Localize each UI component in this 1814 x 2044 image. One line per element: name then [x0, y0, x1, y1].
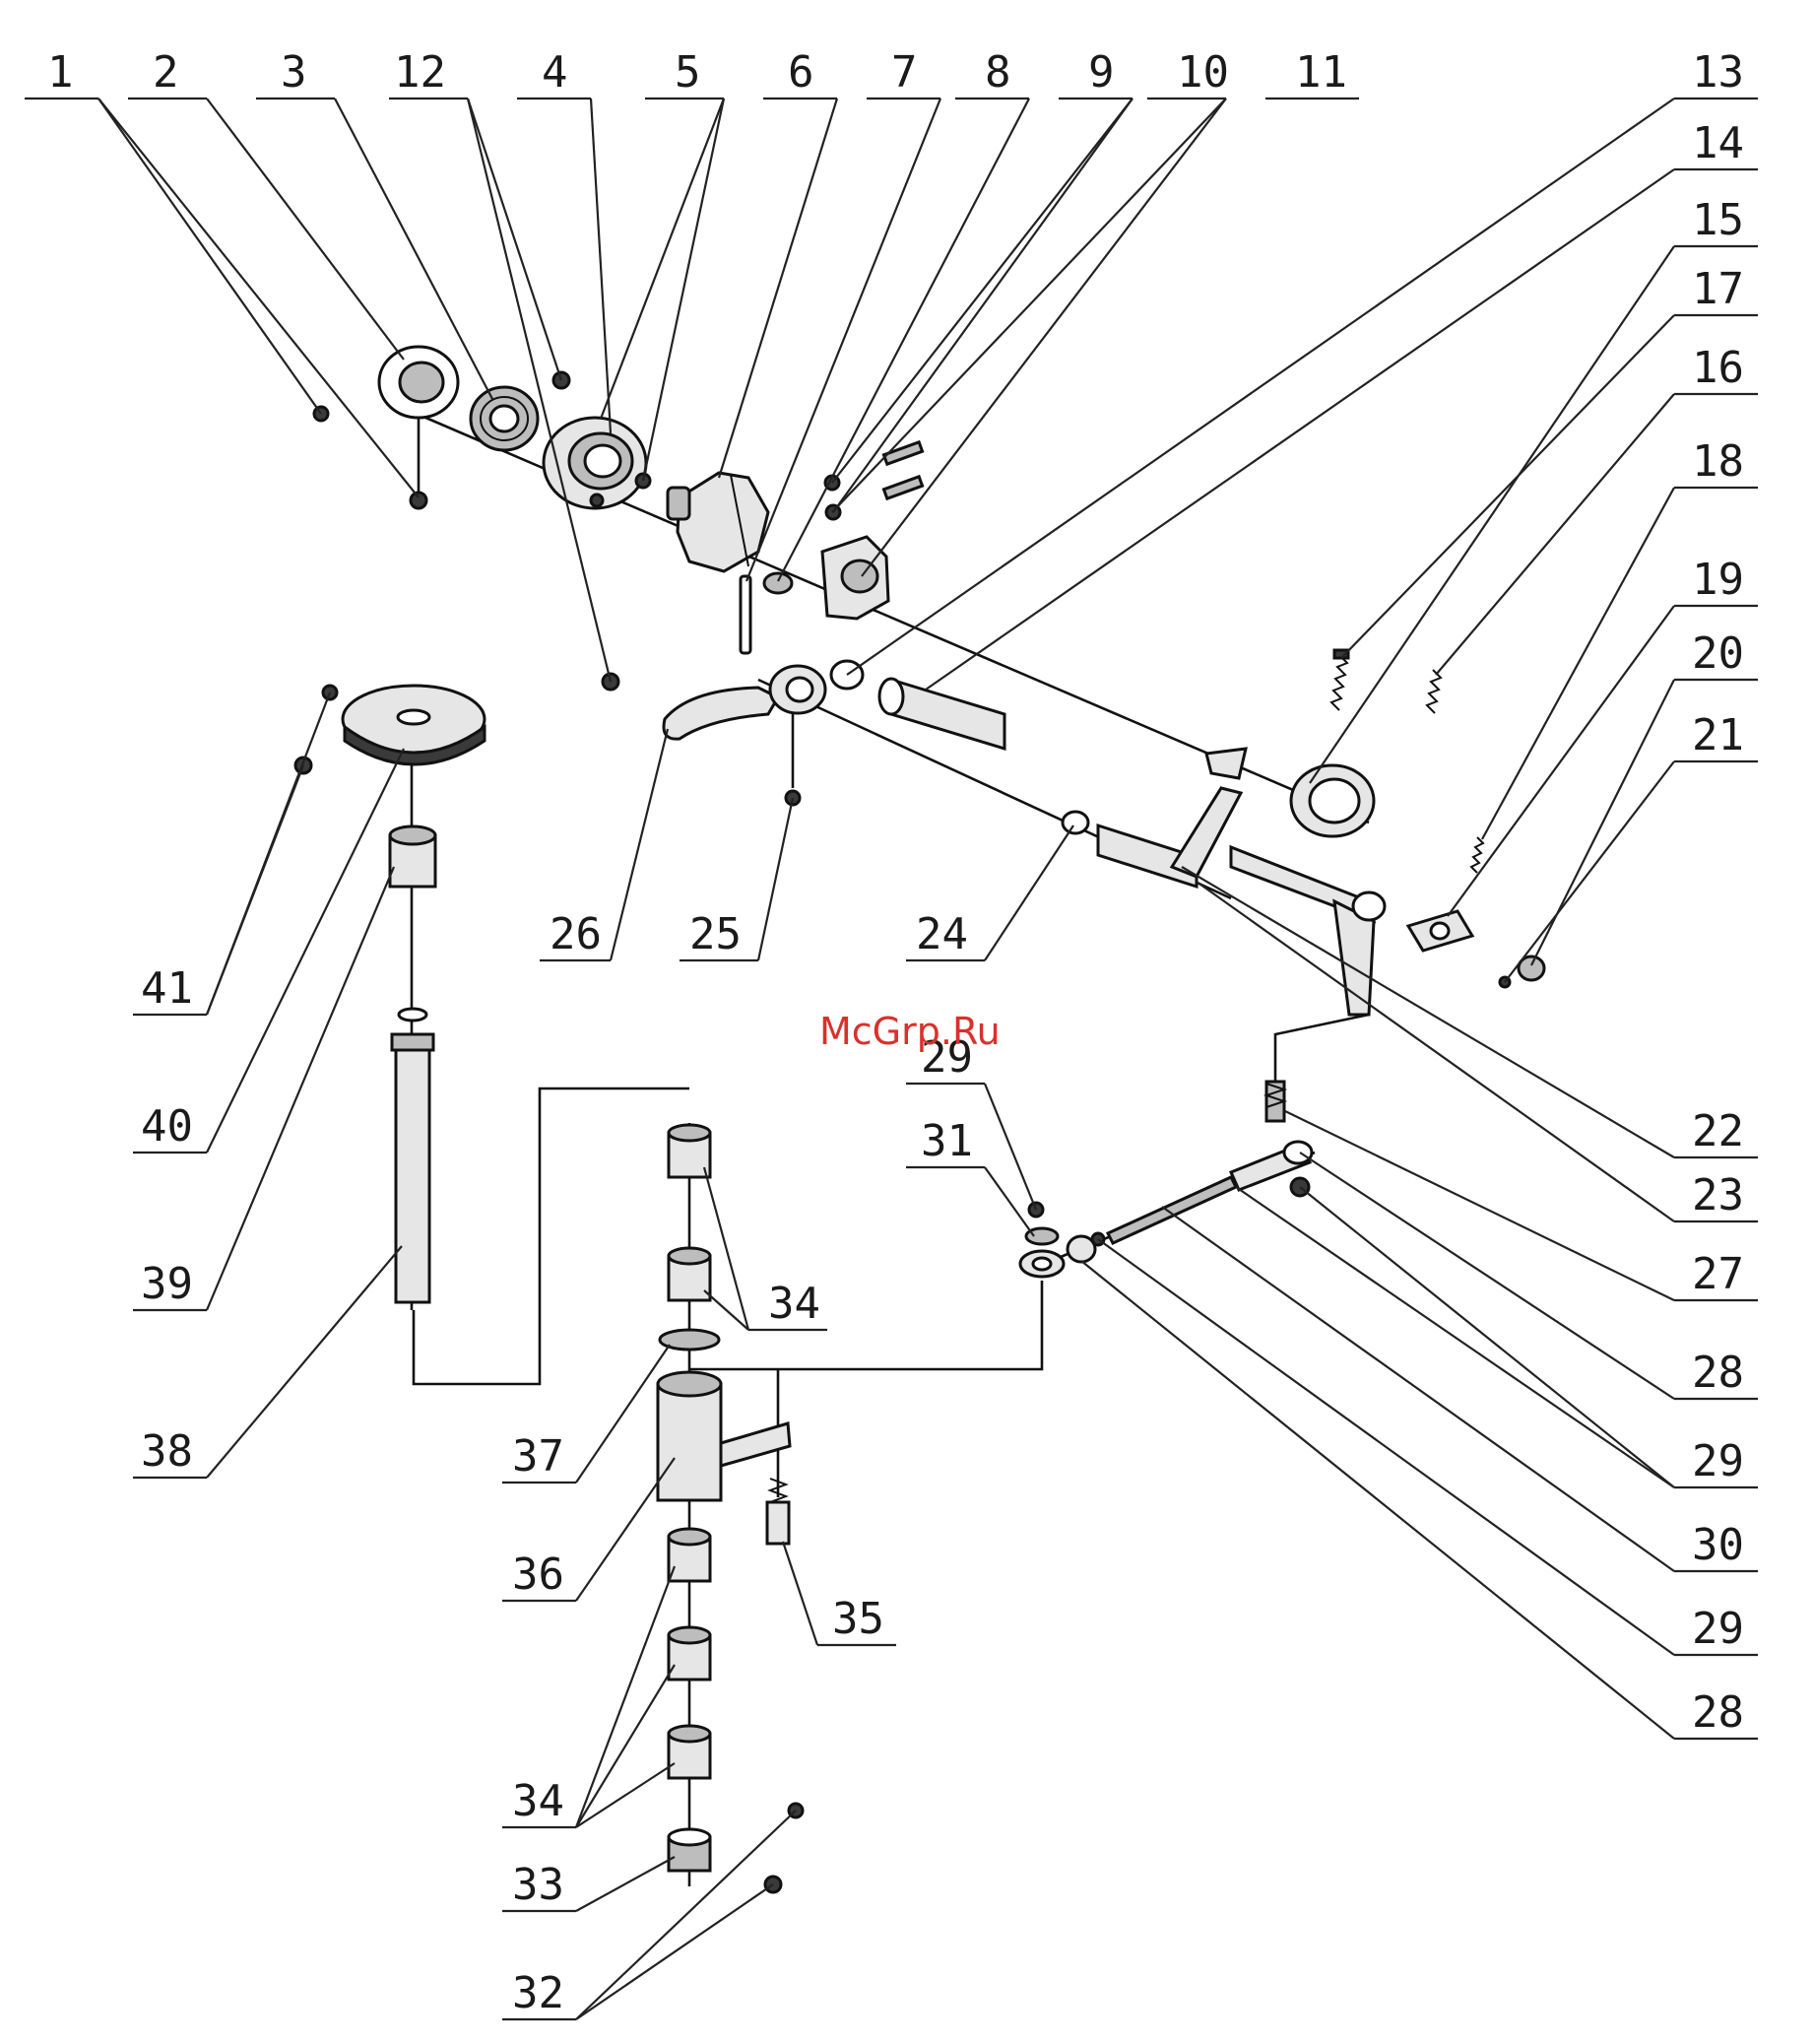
callout-28b: 28 [1692, 1687, 1744, 1738]
callout-34b: 34 [512, 1776, 564, 1826]
lever-eye-31 [1020, 1203, 1064, 1277]
callout-31: 31 [921, 1116, 973, 1166]
callout-21: 21 [1692, 710, 1744, 760]
callout-33: 33 [512, 1860, 564, 1910]
clutch-hub-4 [544, 418, 646, 508]
washer-24 [1063, 812, 1088, 833]
threaded-rod-30 [1108, 1177, 1236, 1243]
callout-16: 16 [1692, 343, 1744, 393]
callout-41: 41 [141, 963, 193, 1014]
callout-13: 13 [1692, 47, 1744, 98]
assembly-axes [389, 399, 1369, 1886]
housing-36 [658, 1372, 790, 1500]
shaft-sleeve-14 [879, 679, 1004, 749]
dowel-pin-7 [741, 576, 750, 653]
callout-29c: 29 [1692, 1604, 1744, 1654]
spring-plunger-8 [764, 573, 792, 593]
callout-7: 7 [891, 47, 918, 98]
leader-lines [25, 99, 1758, 2019]
set-screw-1b [411, 493, 426, 508]
callout-15: 15 [1692, 195, 1744, 245]
callout-22: 22 [1692, 1106, 1744, 1156]
callout-11: 11 [1295, 47, 1347, 98]
bushing-34d [669, 1627, 710, 1680]
ring-15 [1291, 765, 1374, 836]
callout-2: 2 [153, 47, 179, 98]
callout-26: 26 [550, 909, 602, 959]
callout-29b: 29 [1692, 1436, 1744, 1486]
callout-6: 6 [788, 47, 814, 98]
callout-1: 1 [47, 47, 74, 98]
screw-27 [1266, 1082, 1284, 1121]
callout-37: 37 [512, 1431, 564, 1482]
callout-12: 12 [394, 47, 446, 98]
callout-36: 36 [512, 1549, 564, 1600]
callout-9: 9 [1088, 47, 1115, 98]
callout-34a: 34 [768, 1279, 820, 1329]
callout-39: 39 [141, 1259, 193, 1309]
callout-8: 8 [985, 47, 1011, 98]
callout-28a: 28 [1692, 1348, 1744, 1398]
callout-32: 32 [512, 1968, 564, 2018]
spring-16 [1427, 670, 1441, 713]
threaded-ring-3 [471, 387, 538, 450]
bushing-34e [669, 1726, 710, 1778]
callout-35: 35 [832, 1594, 884, 1644]
lever-hub-25 [770, 666, 825, 805]
callout-19: 19 [1692, 555, 1744, 605]
parts [295, 347, 1544, 1892]
callout-25: 25 [689, 909, 742, 959]
clutch-body-6 [668, 473, 768, 571]
bushing-34b [669, 1248, 710, 1300]
screw-10 [826, 477, 923, 519]
callout-24: 24 [916, 909, 968, 959]
rod-end-28b [1068, 1233, 1104, 1262]
bracket-11 [822, 537, 888, 619]
callout-23: 23 [1692, 1170, 1744, 1220]
callout-40: 40 [141, 1101, 193, 1152]
callout-5: 5 [675, 47, 701, 98]
arm-shaft-22 [1098, 749, 1246, 887]
spring-pin-19 [1471, 837, 1483, 873]
callout-38: 38 [141, 1426, 193, 1477]
bushing-39 [390, 826, 435, 887]
bushing-34c [669, 1529, 710, 1581]
collar-33 [669, 1829, 710, 1871]
callout-10: 10 [1177, 47, 1229, 98]
connecting-arm-18 [1231, 847, 1385, 1015]
handwheel-40 [343, 686, 485, 764]
screw-35 [767, 1479, 789, 1544]
callout-18: 18 [1692, 436, 1744, 487]
callout-27: 27 [1692, 1249, 1744, 1299]
clamp-block-20 [1408, 911, 1472, 951]
callout-30: 30 [1692, 1520, 1744, 1570]
spring-17 [1331, 650, 1348, 710]
callout-20: 20 [1692, 628, 1744, 679]
lever-handle-26 [664, 688, 778, 739]
callout-3: 3 [281, 47, 307, 98]
collar-ring-2 [379, 347, 458, 418]
callout-4: 4 [542, 47, 568, 98]
vertical-shaft-38 [392, 1009, 433, 1302]
watermark: McGrp.Ru [819, 1010, 1001, 1053]
callout-14: 14 [1692, 118, 1744, 168]
callout-17: 17 [1692, 264, 1744, 314]
